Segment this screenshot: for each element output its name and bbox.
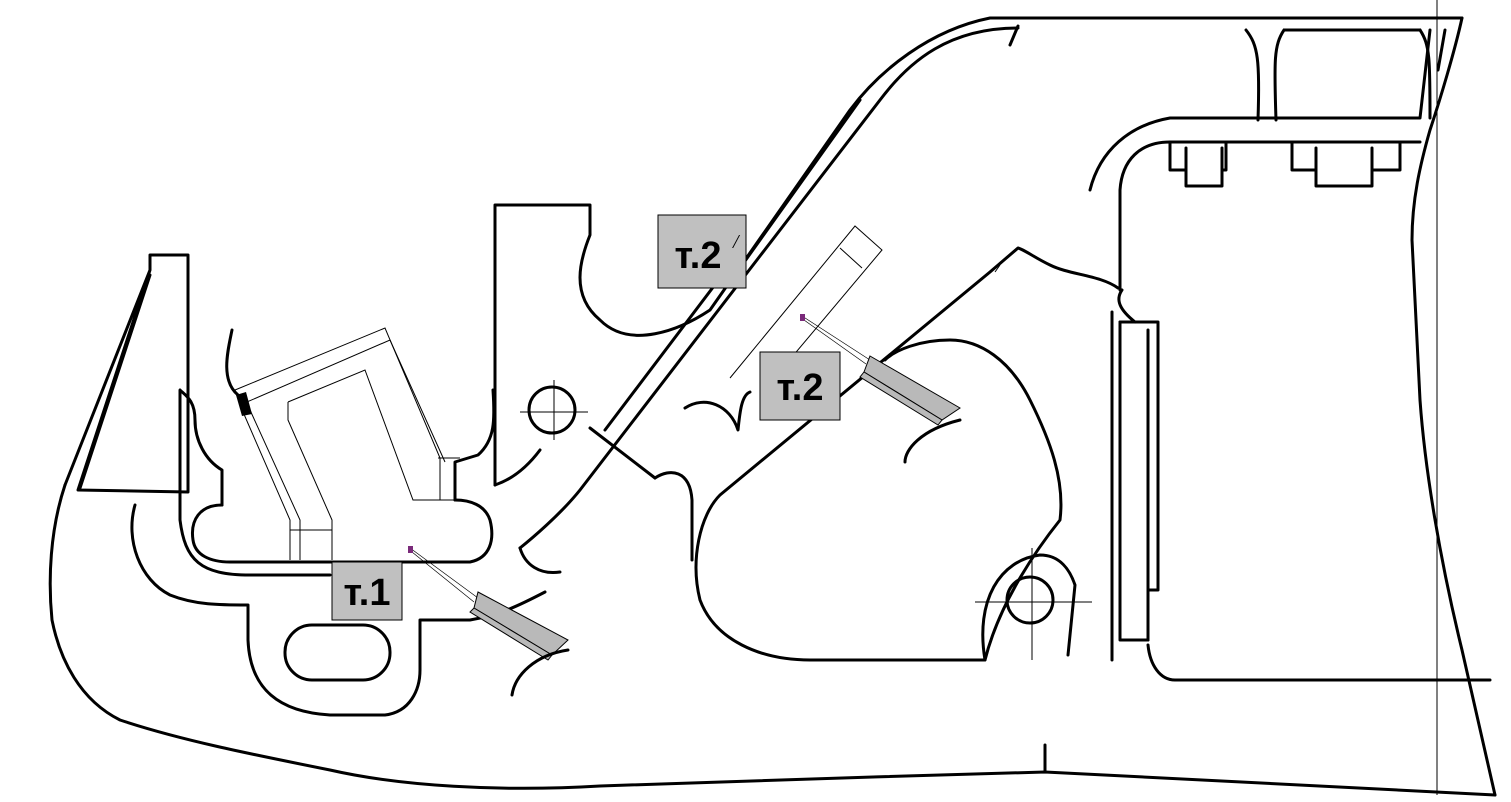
label-t2: т.2 bbox=[759, 351, 841, 421]
label-t2-prime-text: т.2 bbox=[675, 235, 722, 277]
workpiece-outline bbox=[683, 225, 962, 464]
right-slot bbox=[1110, 288, 1492, 682]
cutting-tool-2 bbox=[800, 314, 961, 426]
clamp-insert bbox=[234, 327, 460, 560]
diagonal-arm bbox=[518, 26, 1020, 562]
top-pockets bbox=[1008, 24, 1447, 292]
construction-lines bbox=[994, 0, 1438, 795]
left-pocket bbox=[130, 328, 562, 717]
label-t2-prime-mark: / bbox=[732, 231, 741, 253]
label-t2-text: т.2 bbox=[777, 367, 824, 409]
label-t2-prime: т.2 / bbox=[657, 214, 747, 289]
label-t1-text: т.1 bbox=[344, 572, 391, 614]
label-t1: т.1 bbox=[331, 561, 403, 621]
central-cavity bbox=[694, 246, 1120, 662]
cutting-tool-1 bbox=[408, 546, 570, 697]
arm-hole bbox=[520, 380, 588, 440]
